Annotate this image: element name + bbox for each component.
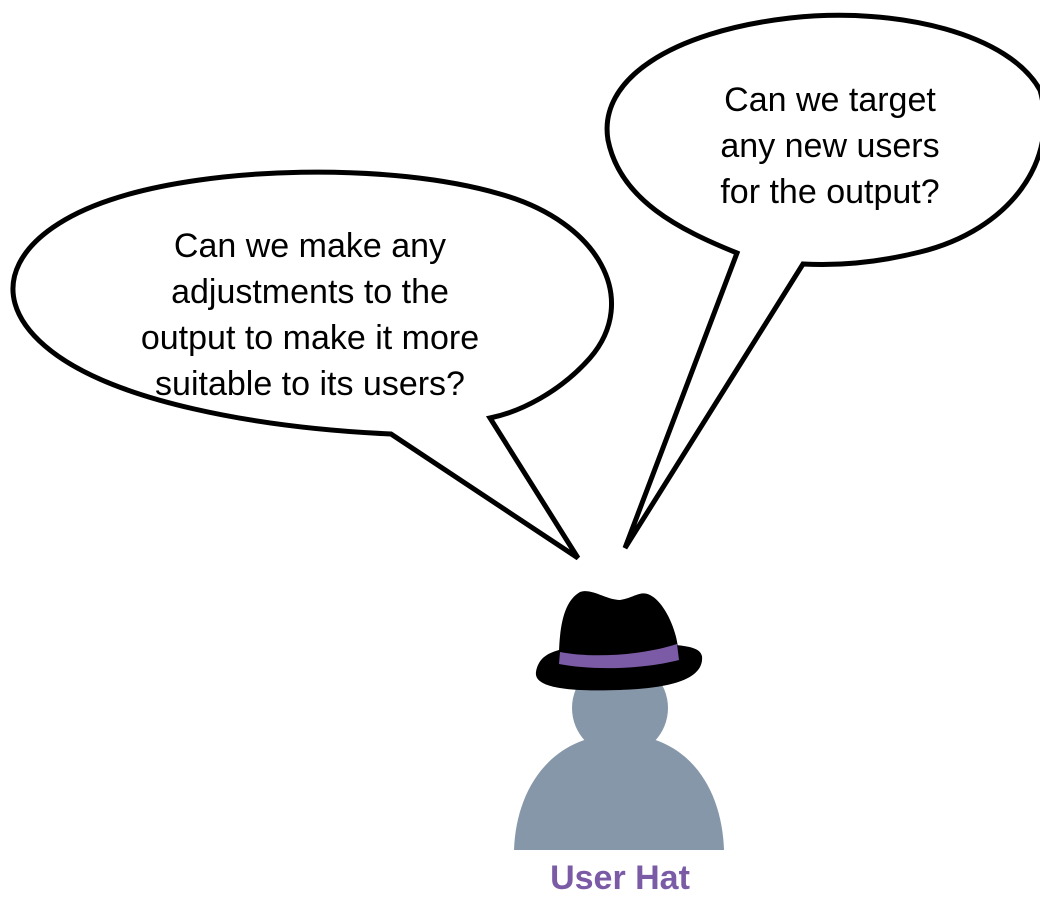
right-bubble-line: for the output? xyxy=(720,173,940,211)
left-speech-bubble xyxy=(10,169,615,561)
left-bubble-line: suitable to its users? xyxy=(155,365,465,403)
left-bubble-text: Can we make any adjustments to the outpu… xyxy=(95,223,525,407)
right-bubble-line: Can we target xyxy=(724,81,936,119)
left-bubble-line: adjustments to the xyxy=(171,273,449,311)
right-bubble-line: any new users xyxy=(720,127,940,165)
left-bubble-line: output to make it more xyxy=(140,319,480,357)
person-label: User Hat xyxy=(550,859,690,897)
hat-band xyxy=(559,644,679,669)
fedora-hat-icon xyxy=(535,591,703,691)
left-bubble-line: Can we make any xyxy=(173,227,447,265)
right-bubble-text: Can we target any new users for the outp… xyxy=(660,77,1000,215)
person-with-fedora-icon xyxy=(514,591,724,850)
right-speech-bubble xyxy=(604,12,1040,550)
person-body xyxy=(514,734,724,850)
hat-crown xyxy=(559,591,678,652)
